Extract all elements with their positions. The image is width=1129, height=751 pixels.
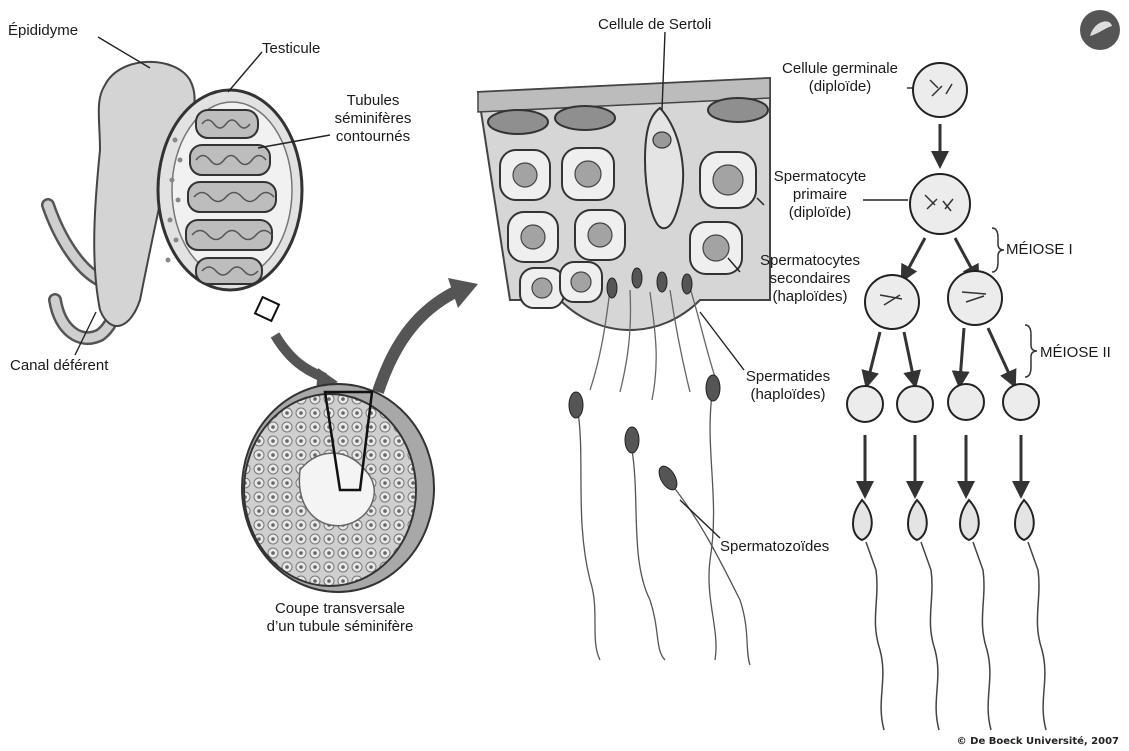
label-coupe-line2: d’un tubule séminifère — [250, 618, 430, 636]
label-canal-deferent: Canal déférent — [10, 357, 108, 375]
label-spermatocytes-secondaires: Spermatocytes secondaires (haploïdes) — [750, 252, 870, 306]
label-germinale: Cellule germinale (diploïde) — [770, 60, 910, 96]
label-primaire-line2: primaire — [770, 186, 870, 204]
label-tubules-line1: Tubules — [318, 92, 428, 110]
label-spermatozoides: Spermatozoïdes — [720, 538, 829, 556]
tubule-cross-section — [242, 384, 434, 592]
testis-drawing — [48, 62, 302, 338]
label-meiose-2: MÉIOSE II — [1040, 344, 1111, 361]
label-primaire-line1: Spermatocyte — [770, 168, 870, 186]
label-secondaires-line3: (haploïdes) — [750, 288, 870, 306]
label-spermatides: Spermatides (haploïdes) — [738, 368, 838, 404]
label-coupe: Coupe transversale d’un tubule séminifèr… — [250, 600, 430, 636]
label-tubules: Tubules séminifères contournés — [318, 92, 428, 146]
label-epididyme: Épididyme — [8, 22, 78, 40]
curved-arrow-to-tissue — [378, 292, 455, 392]
publisher-logo — [1080, 10, 1120, 50]
label-coupe-line1: Coupe transversale — [250, 600, 430, 618]
copyright-notice: © De Boeck Université, 2007 — [957, 736, 1119, 747]
label-secondaires-line1: Spermatocytes — [750, 252, 870, 270]
label-spermatides-line2: (haploïdes) — [738, 386, 838, 404]
label-spermatides-line1: Spermatides — [738, 368, 838, 386]
label-sertoli: Cellule de Sertoli — [598, 16, 711, 34]
label-germinale-line1: Cellule germinale — [770, 60, 910, 78]
label-spermatocyte-primaire: Spermatocyte primaire (diploïde) — [770, 168, 870, 222]
label-testicule: Testicule — [262, 40, 320, 58]
label-secondaires-line2: secondaires — [750, 270, 870, 288]
label-germinale-line2: (diploïde) — [770, 78, 910, 96]
curved-arrow-to-crosssection — [275, 335, 325, 378]
free-spermatozoa — [578, 395, 750, 665]
seminiferous-tissue — [478, 78, 770, 400]
lineage-tree — [847, 63, 1046, 730]
label-tubules-line2: séminifères — [318, 110, 428, 128]
label-tubules-line3: contournés — [318, 128, 428, 146]
label-primaire-line3: (diploïde) — [770, 204, 870, 222]
label-meiose-1: MÉIOSE I — [1006, 241, 1073, 258]
